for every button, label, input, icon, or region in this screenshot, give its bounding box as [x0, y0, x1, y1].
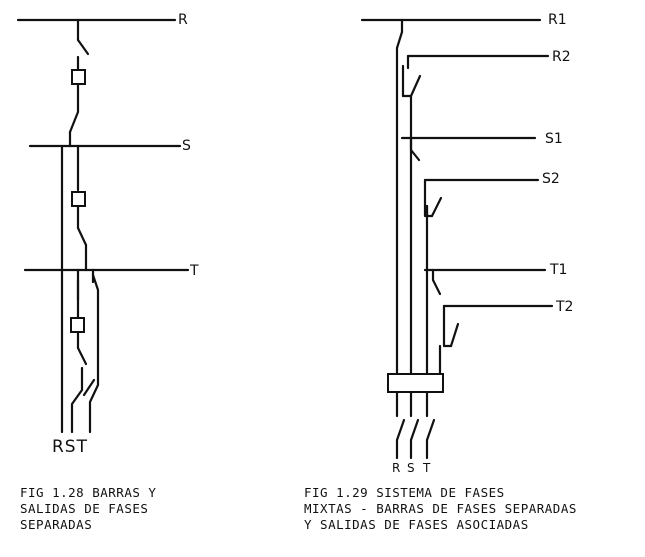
lower-t-blade [425, 418, 436, 442]
disconnector-t1-blade [431, 278, 442, 296]
bus-label-s2: S2 [542, 171, 560, 187]
phase-label-r: R [392, 461, 400, 475]
conductor-middle-bottom [70, 366, 84, 434]
disconnector-s2-blade [430, 196, 443, 218]
fig-1-29-caption-line: FIG 1.29 SISTEMA DE FASES [304, 485, 505, 500]
bus-label-t1: T1 [549, 262, 567, 278]
bus-label-r: R [178, 12, 188, 28]
fig-1-29-diagram: R1 R2 S1 S2 T1 T2 [360, 12, 573, 475]
breaker-t [70, 317, 85, 333]
fig-1-28-caption: FIG 1.28 BARRAS Y SALIDAS DE FASES SEPAR… [20, 485, 156, 533]
tap-t2 [442, 304, 453, 348]
disconnector-r2-blade [409, 74, 422, 98]
tap-s2 [423, 178, 434, 218]
breaker-block [387, 373, 444, 393]
disconnector-s [76, 226, 88, 247]
fig-1-29-caption: FIG 1.29 SISTEMA DE FASES MIXTAS - BARRA… [304, 485, 577, 533]
fig-1-29-caption-line: Y SALIDAS DE FASES ASOCIADAS [304, 517, 529, 532]
disconnector-t [76, 346, 88, 366]
fig-1-28-caption-line: FIG 1.28 BARRAS Y [20, 485, 157, 500]
lower-s-blade [409, 418, 420, 442]
fig-1-29-caption-line: MIXTAS - BARRAS DE FASES SEPARADAS [304, 501, 577, 516]
disconnector-r-2 [68, 110, 80, 134]
phase-label-t: T [422, 461, 431, 475]
disconnector-r1-blade [395, 30, 404, 50]
lower-r-blade [395, 418, 406, 442]
fig-1-28-diagram: R S T RST [16, 12, 199, 457]
bus-label-r1: R1 [548, 12, 567, 28]
bus-label-t: T [189, 263, 199, 279]
crossover-stroke [82, 378, 96, 397]
bus-label-r2: R2 [552, 49, 571, 65]
phase-label-s: S [407, 461, 415, 475]
bus-label-t2: T2 [555, 299, 573, 315]
fig-1-28-caption-line: SALIDAS DE FASES [20, 501, 149, 516]
disconnector-r-1 [76, 38, 90, 56]
disconnector-t2-blade [449, 322, 460, 348]
phase-labels-rst: RST [52, 437, 88, 457]
conductor-t-right [88, 273, 100, 434]
bus-label-s: S [182, 138, 191, 154]
bus-label-s1: S1 [545, 131, 563, 147]
breaker-r [71, 69, 86, 85]
breaker-s [71, 191, 86, 207]
fig-1-28-caption-line: SEPARADAS [20, 517, 93, 532]
disconnector-s1-blade [409, 148, 421, 162]
